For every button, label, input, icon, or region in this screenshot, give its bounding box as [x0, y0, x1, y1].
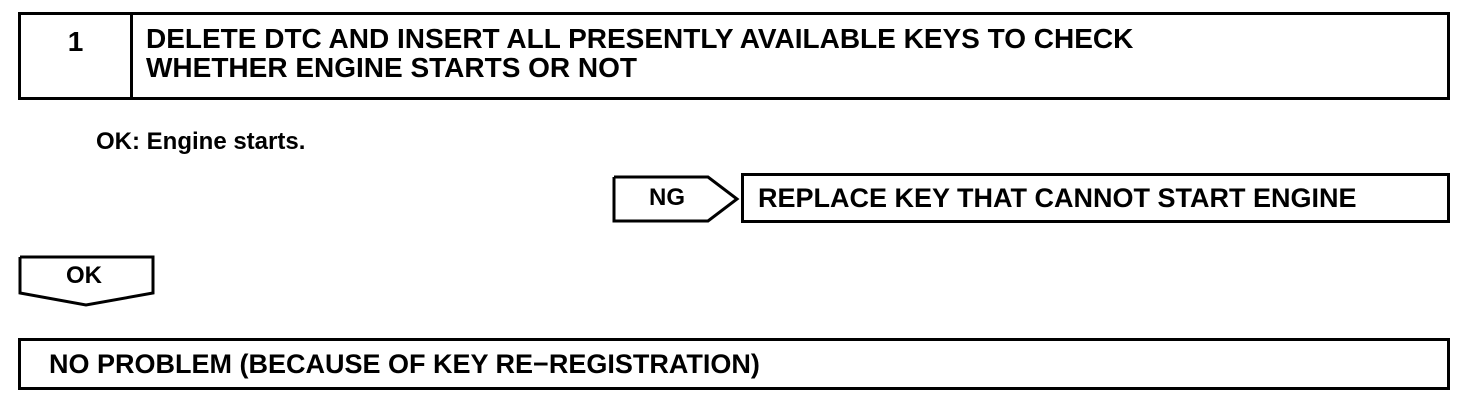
step-title-line-1: DELETE DTC AND INSERT ALL PRESENTLY AVAI… [146, 23, 1134, 54]
ng-label: NG [649, 184, 685, 211]
ok-down-arrow-icon [18, 255, 155, 307]
step-number: 1 [21, 15, 133, 97]
ok-branch-tag: OK [18, 255, 156, 307]
ok-label: OK [66, 262, 102, 289]
ok-criteria: OK: Engine starts. [96, 128, 306, 155]
step-title-line-2: WHETHER ENGINE STARTS OR NOT [146, 52, 638, 83]
step-title: DELETE DTC AND INSERT ALL PRESENTLY AVAI… [133, 15, 1447, 97]
ng-arrow-icon [612, 175, 740, 223]
final-result-box: NO PROBLEM (BECAUSE OF KEY RE−REGISTRATI… [18, 338, 1450, 390]
ng-branch-tag: NG [612, 175, 740, 225]
ng-result-box: REPLACE KEY THAT CANNOT START ENGINE [741, 173, 1450, 223]
step-header: 1 DELETE DTC AND INSERT ALL PRESENTLY AV… [18, 12, 1450, 100]
